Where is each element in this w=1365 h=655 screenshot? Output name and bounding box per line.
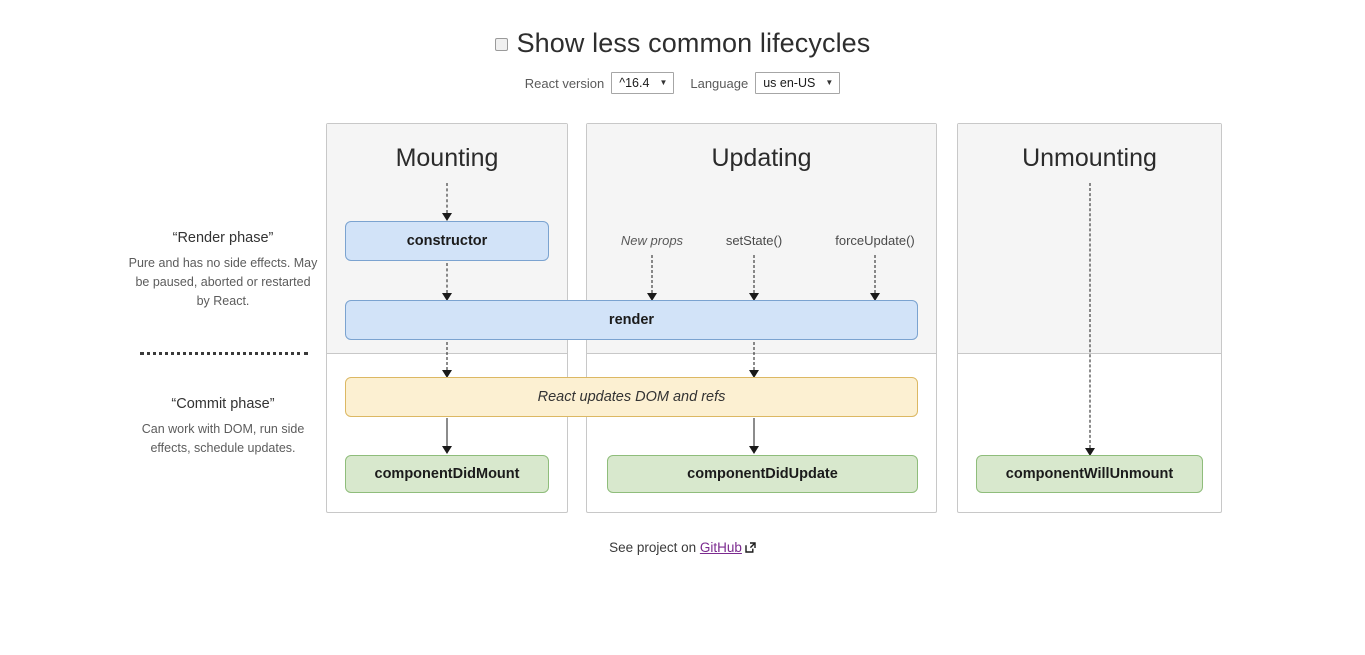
language-control: Language us en-US ▼ [690,72,841,94]
language-label: Language [690,75,749,91]
footer-text: See project on [609,540,697,555]
language-select[interactable]: us en-US ▼ [755,72,841,94]
arrow-new-props-to-render [642,255,662,301]
external-link-icon [745,541,756,553]
lifecycle-box-component-did-mount[interactable]: componentDidMount [345,455,549,493]
lifecycle-box-component-did-update[interactable]: componentDidUpdate [607,455,918,493]
lifecycle-box-react-updates-dom-and-refs: React updates DOM and refs [345,377,918,417]
trigger-setstate: setState() [725,233,783,248]
github-link[interactable]: GitHub [699,540,742,555]
page-title-label: Show less common lifecycles [516,28,871,58]
react-version-control: React version ^16.4 ▼ [525,72,675,94]
page-title: Show less common lifecycles [0,28,1365,59]
arrow-forceupdate-to-render [865,255,885,301]
commit-phase-legend: “Commit phase” Can work with DOM, run si… [128,396,318,458]
arrow-constructor-to-render [437,263,457,301]
show-less-common-lifecycles-checkbox[interactable] [494,38,508,51]
commit-phase-title: “Commit phase” [171,396,275,412]
react-version-label: React version [524,75,605,91]
lifecycle-box-render[interactable]: render [345,300,918,340]
language-value: us en-US [763,75,816,90]
render-phase-legend: “Render phase” Pure and has no side effe… [128,230,318,311]
lifecycle-box-constructor[interactable]: constructor [345,221,549,261]
react-version-value: ^16.4 [619,75,650,90]
phase-divider [140,352,308,355]
commit-phase-description: Can work with DOM, run side effects, sch… [141,422,305,455]
react-version-select[interactable]: ^16.4 ▼ [611,72,675,94]
arrow-render-to-commit-mounting [437,342,457,378]
arrow-commit-to-did-update [744,418,764,454]
arrow-setstate-to-render [744,255,764,301]
footer: See project on GitHub [0,540,1365,555]
trigger-forceupdate: forceUpdate() [835,233,915,248]
trigger-new-props: New props [620,233,684,248]
render-phase-title: “Render phase” [172,230,274,246]
controls-bar: React version ^16.4 ▼ Language us en-US … [0,72,1365,94]
chevron-down-icon: ▼ [659,78,668,87]
lifecycle-box-component-will-unmount[interactable]: componentWillUnmount [976,455,1203,493]
render-phase-description: Pure and has no side effects. May be pau… [128,256,318,308]
chevron-down-icon: ▼ [825,78,834,87]
arrow-commit-to-did-mount [437,418,457,454]
arrow-render-to-commit-updating [744,342,764,378]
arrow-unmounting-title-to-will-unmount [1080,183,1100,456]
unmounting-title: Unmounting [1022,144,1157,172]
arrow-mounting-title-to-constructor [437,183,457,221]
updating-title: Updating [711,144,812,172]
mounting-title: Mounting [395,144,499,172]
